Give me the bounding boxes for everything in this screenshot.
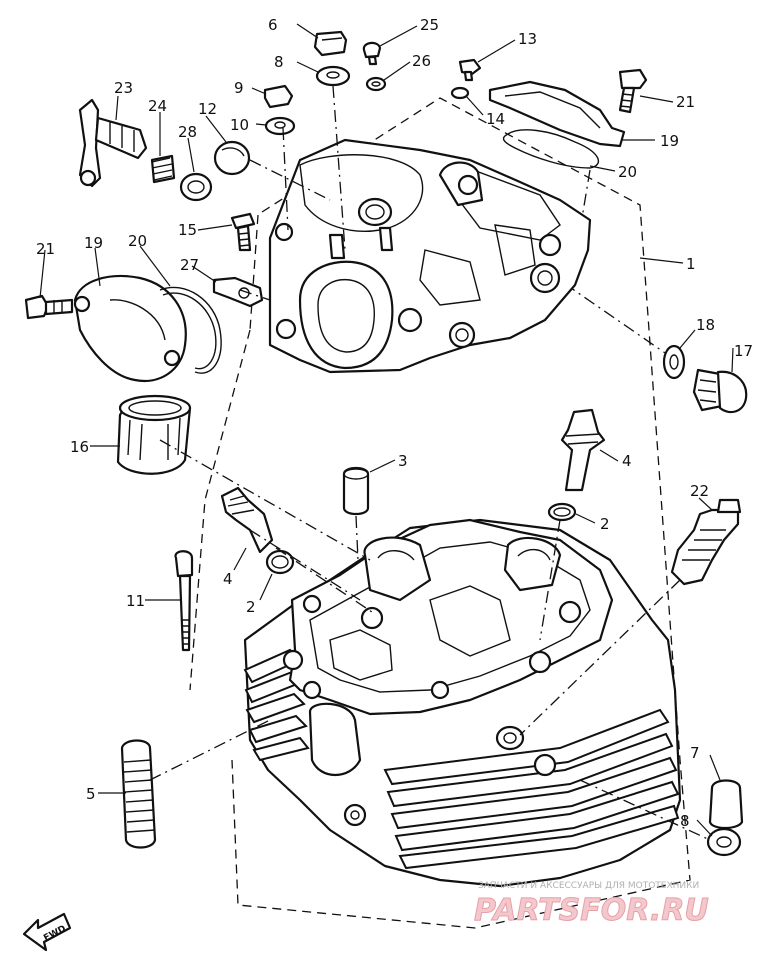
callout-19: 19: [84, 234, 103, 252]
callout-labels: 6 25 13 8 26 9 14 21 23 24 12 28 10 19 2…: [36, 16, 753, 830]
valve-guide-4-right: [560, 408, 606, 492]
gasket-26: [365, 76, 387, 92]
bolt-21-right: [618, 68, 648, 90]
watermark: ЗАПЧАСТИ И АКСЕССУАРЫ ДЛЯ МОТОТЕХНИКИ PA…: [474, 881, 710, 929]
callout-7: 7: [690, 744, 700, 762]
valve-guide-4-left: [220, 486, 274, 554]
bolt-25: [362, 41, 382, 59]
bracket-27: [212, 276, 264, 308]
fwd-arrow-icon: FWD: [22, 912, 72, 952]
callout-4: 4: [622, 452, 632, 470]
bolt-15: [230, 212, 256, 230]
cap-nut-6: [313, 30, 348, 57]
callout-22: 22: [690, 482, 709, 500]
leader-lines: [39, 23, 734, 841]
callout-28: 28: [178, 123, 197, 141]
callout-11: 11: [126, 592, 145, 610]
callout-19: 19: [660, 132, 679, 150]
callout-20: 20: [128, 232, 147, 250]
cap-nut-7: [708, 779, 744, 830]
callout-2: 2: [600, 515, 610, 533]
gasket-20-right: [502, 129, 600, 169]
cylinder-head: [243, 518, 682, 888]
callout-20: 20: [618, 163, 637, 181]
callout-6: 6: [268, 16, 278, 34]
nut-9: [263, 84, 294, 109]
callout-8: 8: [274, 53, 284, 71]
callout-26: 26: [412, 52, 431, 70]
callout-24: 24: [148, 97, 167, 115]
callout-4: 4: [223, 570, 233, 588]
plug-12: [213, 140, 251, 176]
spring-24: [151, 157, 173, 181]
callout-12: 12: [198, 100, 217, 118]
callout-3: 3: [398, 452, 408, 470]
washer-10: [264, 116, 296, 136]
callout-9: 9: [234, 79, 244, 97]
washer-8-top: [315, 65, 351, 87]
top-small-parts: [213, 30, 648, 176]
left-parts: [24, 98, 264, 849]
callout-25: 25: [420, 16, 439, 34]
callout-14: 14: [486, 110, 505, 128]
rocker-cover: [268, 138, 592, 374]
callout-21: 21: [36, 240, 55, 258]
bolt-11: [174, 550, 194, 578]
callout-18: 18: [696, 316, 715, 334]
circlip-2-right: [547, 502, 577, 522]
callout-17: 17: [734, 342, 753, 360]
middle-parts: [220, 344, 748, 857]
washer-8-bottom: [706, 827, 742, 857]
bolt-21-left: [24, 294, 50, 320]
watermark-tagline: ЗАПЧАСТИ И АКСЕССУАРЫ ДЛЯ МОТОТЕХНИКИ: [478, 881, 699, 891]
watermark-logo: PARTSFOR.RU: [474, 893, 709, 928]
screw-13: [458, 58, 482, 76]
callout-27: 27: [180, 256, 199, 274]
callout-15: 15: [178, 221, 197, 239]
spark-plug-22: [670, 508, 740, 586]
lever-23: [78, 98, 102, 188]
callout-8: 8: [680, 812, 690, 830]
callout-13: 13: [518, 30, 537, 48]
cover-19-left: [73, 274, 187, 383]
callout-16: 16: [70, 438, 89, 456]
callout-23: 23: [114, 79, 133, 97]
callout-1: 1: [686, 255, 696, 273]
callout-2: 2: [246, 598, 256, 616]
callout-21: 21: [676, 93, 695, 111]
cover-19-top: [488, 80, 626, 148]
callout-10: 10: [230, 116, 249, 134]
circlip-2-left: [265, 549, 295, 575]
oil-seal-28: [179, 172, 213, 202]
callout-5: 5: [86, 785, 96, 803]
washer-14: [450, 86, 470, 100]
washer-18: [662, 344, 686, 380]
gasket-20-left: [159, 286, 222, 374]
dowel-pin-3: [342, 466, 370, 516]
